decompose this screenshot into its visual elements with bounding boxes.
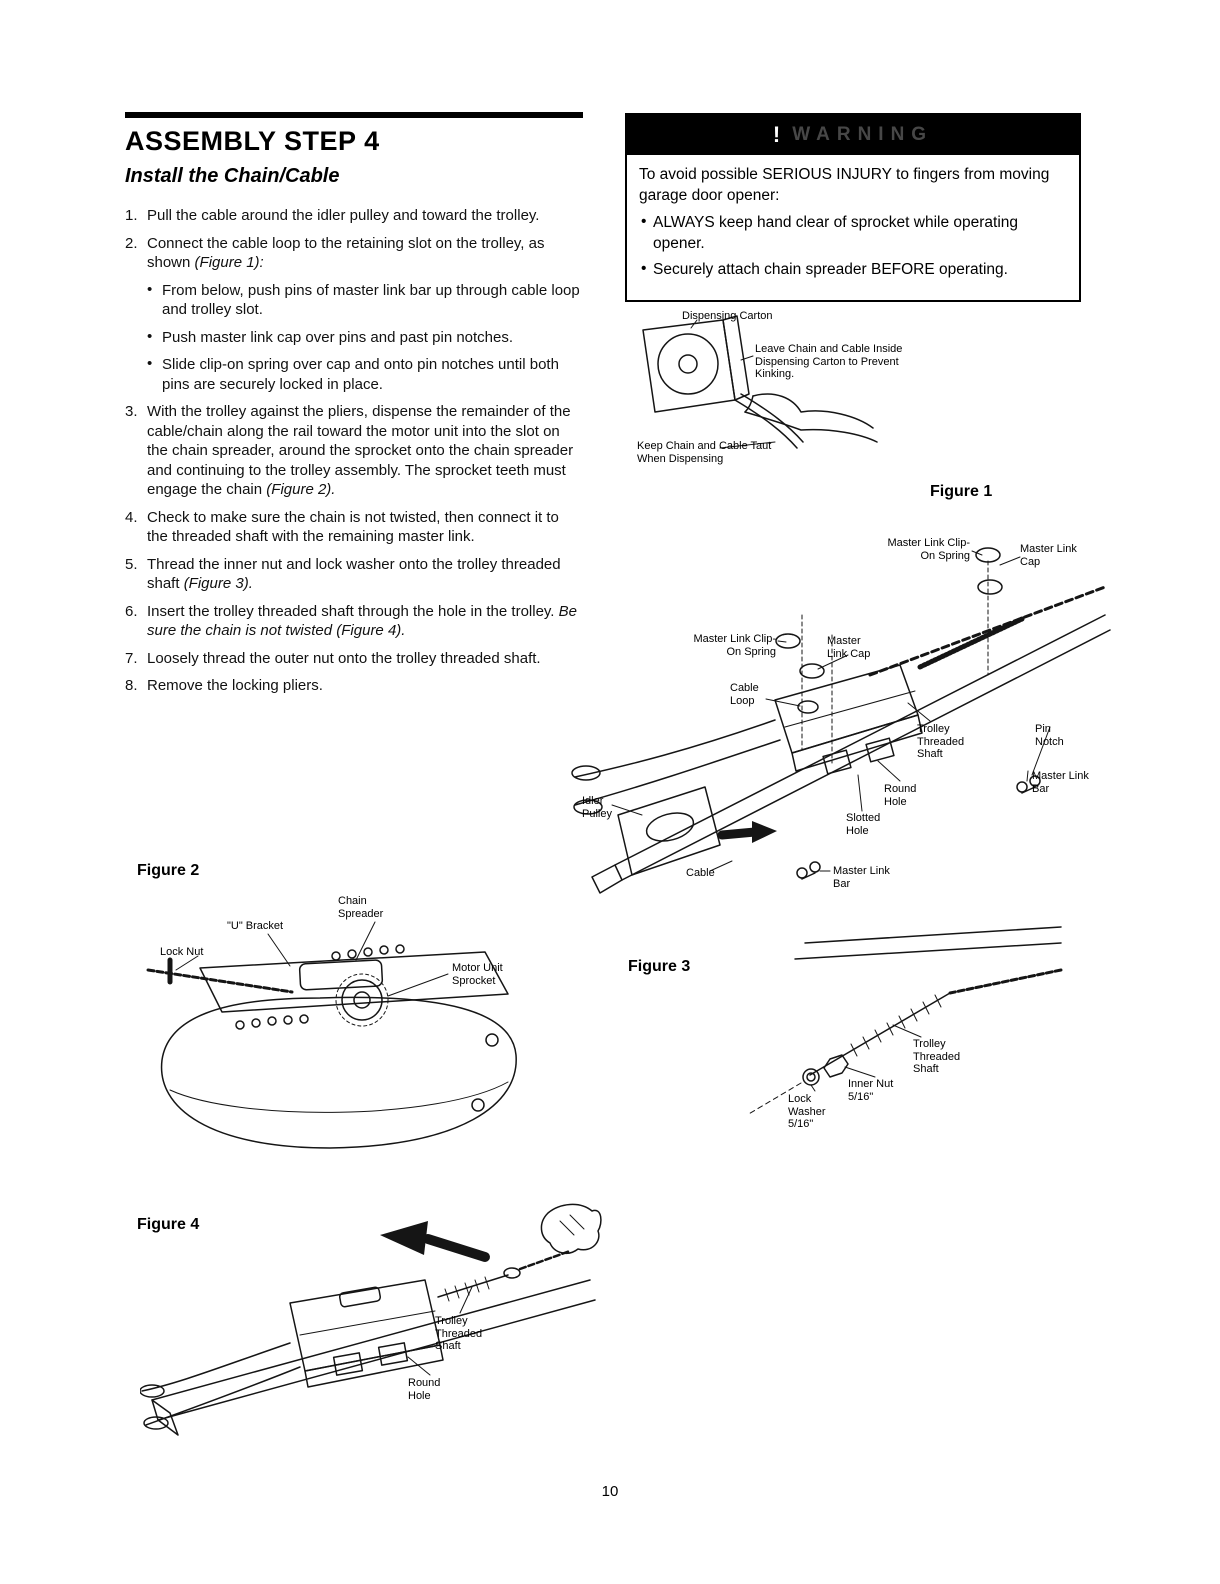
figure4: Trolley Threaded Shaft Round Hole: [140, 1195, 605, 1450]
warning-title: WARNING: [792, 124, 934, 145]
step-text: Loosely thread the outer nut onto the tr…: [147, 649, 541, 667]
step-text: Check to make sure the chain is not twis…: [147, 508, 559, 546]
warning-header: ! WARNING: [627, 115, 1079, 155]
label-master-link-bar-2: Master Link Bar: [833, 865, 890, 890]
bullet-text: Slide clip-on spring over cap and onto p…: [162, 356, 559, 393]
warning-body: To avoid possible SERIOUS INJURY to fing…: [627, 155, 1079, 300]
label-dispensing-carton: Dispensing Carton: [682, 310, 773, 322]
step-number: 3.: [125, 403, 138, 420]
label-master-link-cap-2: Master Link Cap: [827, 635, 871, 660]
label-idler-pulley: Idler Pulley: [582, 795, 612, 820]
step-item-3: 3. With the trolley against the pliers, d…: [125, 402, 583, 500]
bullet-item-2: • Push master link cap over pins and past…: [147, 328, 583, 348]
step-item-8: 8. Remove the locking pliers.: [125, 676, 583, 696]
instructions-column: ASSEMBLY STEP 4 Install the Chain/Cable …: [125, 112, 583, 704]
bullet-icon: •: [147, 355, 153, 372]
label-cable-loop: Cable Loop: [730, 682, 759, 707]
label-master-link-clip-on-spring-1: Master Link Clip-On Spring: [887, 537, 970, 562]
figure1-illustration: [571, 547, 1111, 894]
page-number: 10: [601, 1483, 619, 1500]
step-item-4: 4. Check to make sure the chain is not tw…: [125, 508, 583, 547]
bullet-icon: •: [147, 280, 153, 298]
page-subtitle: Install the Chain/Cable: [125, 165, 340, 187]
bullet-item-1: • From below, push pins of master link ba…: [147, 281, 583, 320]
label-leave-chain: Leave Chain and Cable Inside Dispensing …: [755, 343, 903, 381]
step-item-5: 5. Thread the inner nut and lock washer o…: [125, 555, 583, 594]
figure-reference: Be sure the chain is not twisted (Figure…: [147, 602, 577, 640]
label-u-bracket: "U" Bracket: [227, 920, 284, 932]
page-title: ASSEMBLY STEP 4: [125, 126, 380, 156]
bullet-text: Push master link cap over pins and past …: [162, 328, 514, 346]
step-number: 1.: [125, 207, 138, 224]
step-text: Remove the locking pliers.: [147, 677, 323, 694]
label-cable: Cable: [686, 867, 715, 879]
label-motor-unit-sprocket: Motor Unit Sprocket: [452, 962, 503, 987]
step-text: Pull the cable around the idler pulley a…: [147, 207, 540, 224]
step-number: 4.: [125, 508, 138, 526]
figure3: Trolley Threaded Shaft Inner Nut 5/16" L…: [735, 925, 1065, 1150]
figure3-illustration: [746, 926, 1063, 1116]
warning-bullet-text: Securely attach chain spreader BEFORE op…: [653, 260, 1008, 278]
step-item-7: 7. Loosely thread the outer nut onto the …: [125, 649, 583, 669]
step-text: Connect the cable loop to the retaining …: [147, 234, 545, 272]
label-lock-washer: Lock Washer 5/16": [788, 1093, 826, 1131]
step-text: Thread the inner nut and lock washer ont…: [147, 555, 561, 593]
carton-figure: Dispensing Carton Leave Chain and Cable …: [625, 300, 1075, 485]
label-slotted-hole: Slotted Hole: [846, 812, 881, 837]
step-number: 2.: [125, 234, 138, 252]
warning-box: ! WARNING To avoid possible SERIOUS INJU…: [625, 113, 1081, 302]
figure3-title: Figure 3: [628, 958, 691, 975]
label-trolley-threaded-shaft: Trolley Threaded Shaft: [435, 1315, 483, 1353]
label-trolley-threaded-shaft: Trolley Threaded Shaft: [917, 723, 965, 761]
label-keep-taut: Keep Chain and Cable Taut When Dispensin…: [637, 440, 772, 465]
figure2-title: Figure 2: [137, 862, 200, 879]
carton-illustration: [642, 315, 878, 449]
figure2-illustration: [146, 921, 517, 1149]
label-master-link-cap-1: Master Link Cap: [1020, 543, 1077, 568]
title-rule: [125, 112, 583, 118]
figure-reference: (Figure 1):: [194, 254, 264, 271]
figure1: Master Link Clip-On Spring Master Link C…: [570, 515, 1115, 920]
warning-exclamation-icon: !: [772, 122, 781, 147]
figure-reference: (Figure 2).: [266, 481, 336, 498]
label-chain-spreader: Chain Spreader: [338, 895, 384, 920]
step-item-2: 2. Connect the cable loop to the retainin…: [125, 234, 583, 273]
bullet-text: From below, push pins of master link bar…: [162, 281, 580, 319]
figure2: Chain Spreader "U" Bracket Lock Nut Moto…: [140, 890, 540, 1185]
label-master-link-bar-1: Master Link Bar: [1032, 770, 1089, 795]
figure4-illustration: [140, 1203, 602, 1436]
warning-bullet-1: • ALWAYS keep hand clear of sprocket whil…: [639, 213, 1067, 255]
label-round-hole: Round Hole: [884, 783, 917, 808]
label-round-hole: Round Hole: [408, 1377, 441, 1402]
bullet-item-3: • Slide clip-on spring over cap and onto …: [147, 355, 583, 394]
label-trolley-threaded-shaft: Trolley Threaded Shaft: [913, 1038, 961, 1076]
step-text: With the trolley against the pliers, dis…: [147, 403, 574, 498]
label-master-link-clip-on-spring-2: Master Link Clip-On Spring: [693, 633, 776, 658]
step-item-1: 1. Pull the cable around the idler pulley…: [125, 206, 583, 226]
figure1-title: Figure 1: [930, 483, 993, 500]
figure4-title: Figure 4: [137, 1216, 200, 1233]
step-number: 7.: [125, 649, 138, 667]
warning-intro: To avoid possible SERIOUS INJURY to fing…: [639, 166, 1050, 204]
bullet-icon: •: [147, 327, 153, 345]
warning-bullet-2: • Securely attach chain spreader BEFORE o…: [639, 260, 1067, 281]
step-number: 6.: [125, 602, 138, 620]
step-number: 5.: [125, 555, 138, 573]
bullet-icon: •: [641, 212, 647, 230]
bullet-icon: •: [641, 259, 647, 277]
step-number: 8.: [125, 677, 138, 694]
figure-reference: (Figure 3).: [183, 575, 253, 592]
warning-bullet-text: ALWAYS keep hand clear of sprocket while…: [653, 213, 1019, 252]
step-item-6: 6. Insert the trolley threaded shaft thro…: [125, 602, 583, 641]
label-lock-nut: Lock Nut: [160, 946, 204, 958]
label-pin-notch: Pin Notch: [1035, 723, 1064, 748]
step-text: Insert the trolley threaded shaft throug…: [147, 602, 559, 620]
label-inner-nut: Inner Nut 5/16": [848, 1078, 894, 1103]
